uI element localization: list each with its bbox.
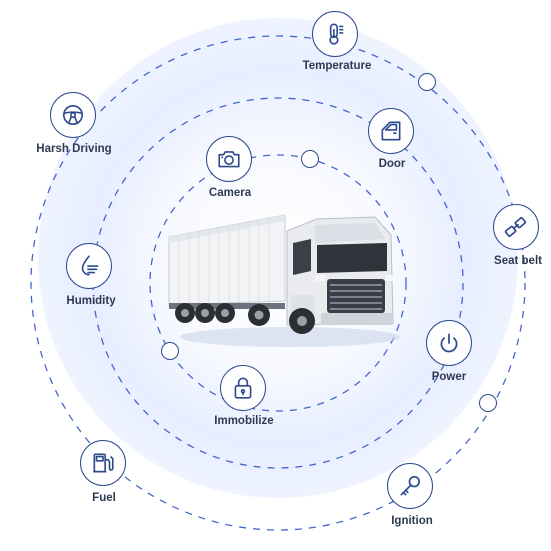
fuel-pump-icon	[93, 453, 114, 473]
ignition-node[interactable]	[387, 463, 433, 509]
door-label: Door	[378, 158, 406, 170]
steering-wheel-icon	[62, 104, 84, 126]
camera-label: Camera	[208, 187, 252, 199]
inner-ring	[149, 154, 407, 412]
lock-icon	[234, 377, 252, 399]
door-node[interactable]	[368, 108, 414, 154]
fuel-node[interactable]	[80, 440, 126, 486]
orbit-dot	[479, 394, 497, 412]
humidity-icon	[81, 255, 99, 276]
power-node[interactable]	[426, 320, 472, 366]
seatbelt-node[interactable]	[493, 204, 539, 250]
ignition-label: Ignition	[391, 515, 433, 527]
power-label: Power	[431, 371, 467, 383]
truck-image	[168, 214, 400, 347]
immobilize-node[interactable]	[220, 365, 266, 411]
humidity-node[interactable]	[66, 243, 112, 289]
temperature-node[interactable]	[312, 11, 358, 57]
outer-ring	[30, 35, 526, 531]
harsh-driving-label: Harsh Driving	[36, 143, 112, 155]
immobilize-label: Immobilize	[214, 415, 274, 427]
camera-icon	[218, 151, 240, 168]
thermometer-icon	[329, 23, 344, 45]
seatbelt-label: Seat belt	[494, 255, 542, 267]
harsh-driving-node[interactable]	[50, 92, 96, 138]
key-icon	[400, 475, 421, 496]
camera-node[interactable]	[206, 136, 252, 182]
power-icon	[440, 333, 458, 353]
seatbelt-icon	[504, 217, 527, 237]
orbit-dot	[418, 73, 436, 91]
humidity-label: Humidity	[66, 295, 116, 307]
temperature-label: Temperature	[302, 60, 372, 72]
orbit-dot	[161, 342, 179, 360]
fuel-label: Fuel	[92, 492, 116, 504]
car-door-icon	[381, 121, 401, 141]
orbit-dot	[301, 150, 319, 168]
